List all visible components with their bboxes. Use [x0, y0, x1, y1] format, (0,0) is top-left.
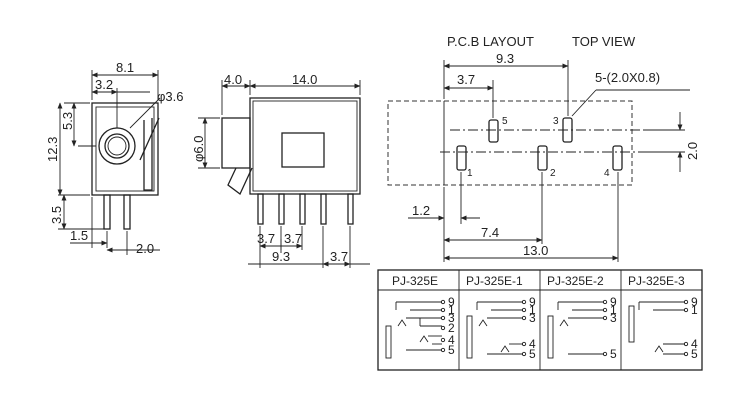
pad-5 — [488, 119, 499, 143]
pin-9: 9 — [529, 295, 536, 309]
pin-1: 1 — [448, 303, 455, 317]
dim-body: 14.0 — [292, 72, 317, 87]
pin-5: 5 — [448, 343, 455, 357]
dim-offset: 3.2 — [95, 77, 113, 92]
pin-4: 4 — [448, 333, 455, 347]
pcb-view: TOP VIEW — [572, 34, 636, 49]
pin-3: 3 — [448, 311, 455, 325]
pin-3: 3 — [610, 311, 617, 325]
side-view: 8.1 3.2 φ3.6 5.3 12.3 3.5 1.5 2.0 — [45, 60, 184, 256]
pin-5: 5 — [691, 347, 698, 361]
dim-pin-pitch: 2.0 — [136, 241, 154, 256]
front-body — [249, 97, 361, 195]
dim-center: 5.3 — [60, 112, 75, 130]
dim-total: 13.0 — [523, 243, 548, 258]
pin-2: 2 — [448, 321, 455, 335]
dim-row-gap: 2.0 — [685, 142, 700, 160]
pad-label-3: 3 — [553, 116, 559, 127]
side-pin — [103, 194, 111, 230]
dim-end: 3.7 — [330, 249, 348, 264]
pin-4: 4 — [529, 337, 536, 351]
dim-pin-x: 1.5 — [70, 228, 88, 243]
dim-span: 9.3 — [272, 249, 290, 264]
dim-pitch-2: 3.7 — [284, 231, 302, 246]
schematic-pj-325e-3: 9 1 4 5 — [628, 295, 698, 361]
nose — [221, 117, 251, 169]
side-body — [91, 102, 159, 196]
dim-width: 8.1 — [116, 60, 134, 75]
pin-1: 1 — [691, 303, 698, 317]
pin-3: 3 — [529, 311, 536, 325]
pcb-title: P.C.B LAYOUT — [447, 34, 534, 49]
schematic-pj-325e-2: 9 1 3 5 — [547, 295, 617, 361]
pin-1: 1 — [610, 303, 617, 317]
pin-9: 9 — [610, 295, 617, 309]
schematic-pj-325e-1: 9 1 3 4 5 — [466, 295, 536, 361]
dim-nose: 4.0 — [224, 72, 242, 87]
dim-leg: 3.5 — [49, 206, 64, 224]
pad-label-5: 5 — [502, 116, 508, 127]
pcb-layout: P.C.B LAYOUT TOP VIEW 5 3 1 2 4 9.3 3.7 … — [387, 34, 700, 262]
dim-first: 3.7 — [457, 72, 475, 87]
pad-4 — [612, 145, 623, 171]
side-pin — [123, 194, 131, 230]
pad-3 — [562, 117, 573, 143]
front-view: 4.0 14.0 φ6.0 3.7 3.7 9.3 3.7 — [191, 72, 370, 268]
schematic-pj-325e: 9 1 3 2 4 5 — [385, 295, 455, 359]
header-pj-325e: PJ-325E — [392, 274, 438, 288]
pin-5: 5 — [529, 347, 536, 361]
header-pj-325e-2: PJ-325E-2 — [547, 274, 604, 288]
pin-9: 9 — [448, 295, 455, 309]
pad-label-1: 1 — [467, 168, 473, 179]
pin-5: 5 — [610, 347, 617, 361]
pin-1: 1 — [529, 303, 536, 317]
pad-label-4: 4 — [604, 168, 610, 179]
dim-hole: φ3.6 — [157, 89, 184, 104]
pad-2 — [537, 145, 548, 171]
dim-pitch-1: 3.7 — [257, 231, 275, 246]
window — [281, 132, 325, 168]
pad-1 — [456, 145, 467, 171]
pin-9: 9 — [691, 295, 698, 309]
dim-top-span: 9.3 — [496, 51, 514, 66]
header-pj-325e-3: PJ-325E-3 — [628, 274, 685, 288]
pad-label-2: 2 — [550, 168, 556, 179]
header-pj-325e-1: PJ-325E-1 — [466, 274, 523, 288]
pin-4: 4 — [691, 337, 698, 351]
dim-diameter: φ6.0 — [191, 135, 206, 162]
dim-height: 12.3 — [45, 137, 60, 162]
dim-slot: 5-(2.0X0.8) — [595, 70, 660, 85]
dim-mid: 7.4 — [481, 225, 499, 240]
dim-left: 1.2 — [412, 203, 430, 218]
variant-table: PJ-325E PJ-325E-1 PJ-325E-2 PJ-325E-3 9 … — [377, 269, 703, 371]
